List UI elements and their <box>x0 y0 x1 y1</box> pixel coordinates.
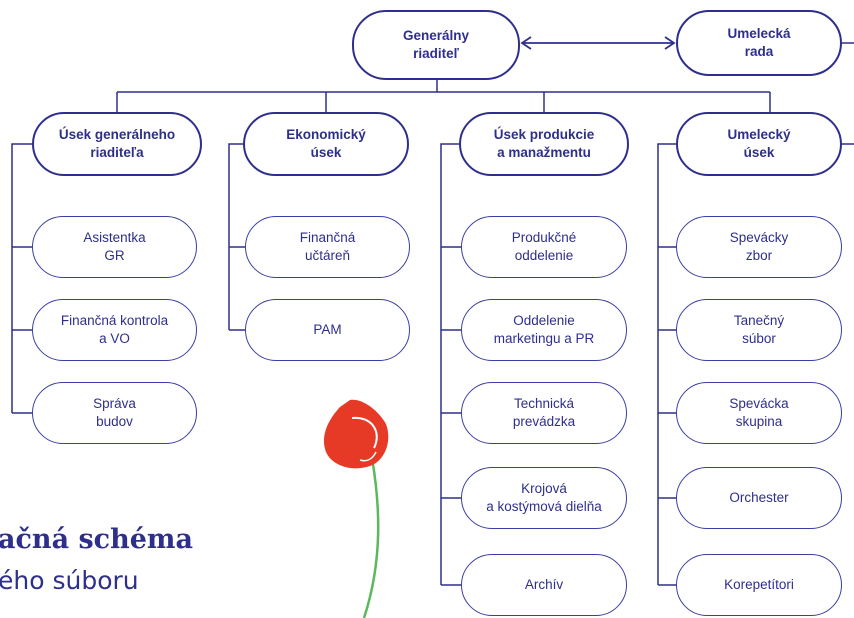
column-spine-line <box>228 143 243 330</box>
title-line-1: ačná schéma <box>0 524 193 555</box>
title-line-2: ého súboru <box>0 566 139 595</box>
column-spine-line <box>657 143 676 585</box>
department-artistic: Umelecký úsek <box>676 112 842 176</box>
unit-node: Korepetítori <box>676 554 842 616</box>
unit-node: Orchester <box>676 467 842 529</box>
director-node: Generálny riaditeľ <box>352 10 520 80</box>
art-council-node: Umelecká rada <box>676 10 842 76</box>
column-spine-line <box>440 143 459 585</box>
unit-node: Tanečný súbor <box>676 299 842 361</box>
unit-node: Produkčné oddelenie <box>461 216 627 278</box>
unit-node: Asistentka GR <box>32 216 197 278</box>
unit-node: Krojová a kostýmová dielňa <box>461 467 627 529</box>
department-general-director-office: Úsek generálneho riaditeľa <box>32 112 202 176</box>
column-spine-line <box>11 143 32 413</box>
unit-node: PAM <box>245 299 410 361</box>
poppy-flower-icon <box>323 399 389 618</box>
unit-node: Technická prevádzka <box>461 382 627 444</box>
unit-node: Finančná učtáreň <box>245 216 410 278</box>
double-arrow-icon <box>520 36 676 50</box>
unit-node: Archív <box>461 554 627 616</box>
department-economic: Ekonomický úsek <box>243 112 409 176</box>
unit-node: Správa budov <box>32 382 197 444</box>
unit-node: Oddelenie marketingu a PR <box>461 299 627 361</box>
department-production-management: Úsek produkcie a manažmentu <box>459 112 629 176</box>
unit-node: Spevácky zbor <box>676 216 842 278</box>
unit-node: Finančná kontrola a VO <box>32 299 197 361</box>
unit-node: Spevácka skupina <box>676 382 842 444</box>
